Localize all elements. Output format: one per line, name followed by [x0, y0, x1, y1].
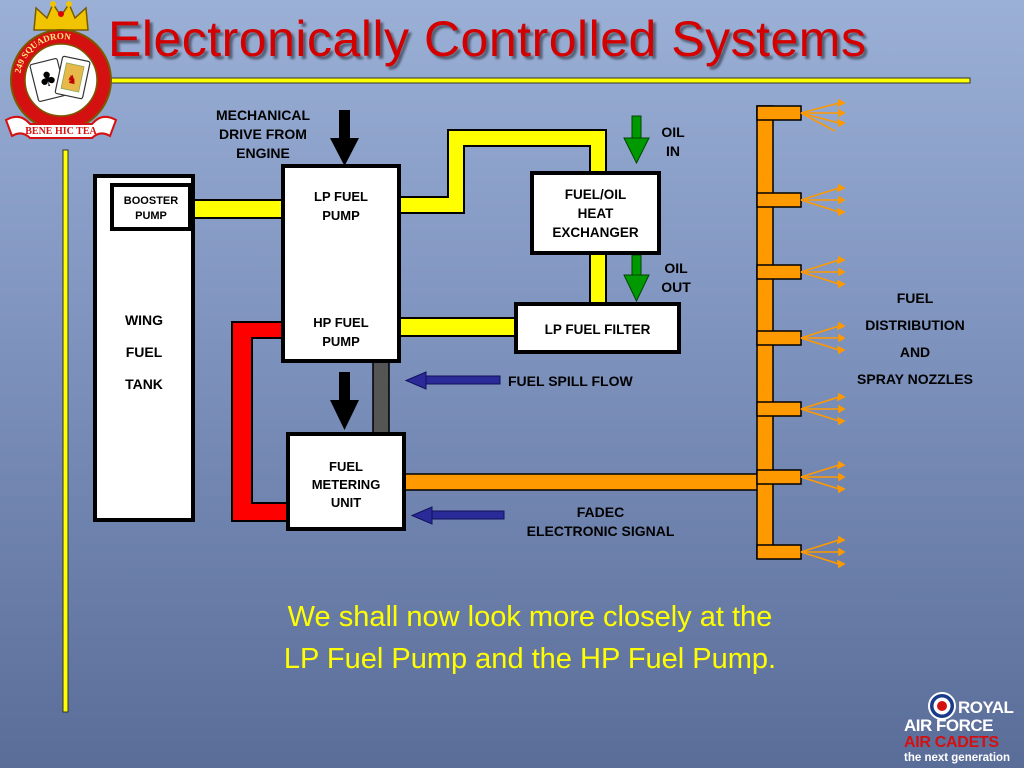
fuel-distribution-label: FUEL DISTRIBUTION AND SPRAY NOZZLES	[857, 290, 973, 388]
fuel-oil-heat-exchanger: FUEL/OIL HEAT EXCHANGER	[530, 171, 661, 255]
title-underline	[103, 77, 971, 84]
page-title: Electronically Controlled Systems	[108, 11, 867, 67]
hp-fuel-pump-label: HP FUEL PUMP	[313, 315, 369, 349]
squadron-badge: ♣ ♞ 249 SQUADRON BENE HIC TEA	[0, 0, 122, 148]
spray-nozzle	[800, 460, 846, 494]
hp-fuel-line	[231, 321, 289, 522]
fmu-to-manifold-pipe	[401, 473, 759, 491]
logo-tagline: the next generation	[904, 752, 1011, 764]
fuel-metering-unit: FUEL METERING UNIT	[286, 432, 406, 531]
lp-fuel-filter: LP FUEL FILTER	[514, 302, 681, 354]
svg-text:♞: ♞	[65, 71, 78, 87]
subtitle: We shall now look more closely at the LP…	[283, 601, 777, 676]
metered-fuel-lines	[401, 105, 802, 560]
oil-in-label: OIL IN	[661, 124, 685, 159]
mechanical-drive-arrow	[330, 110, 359, 166]
booster-pump: BOOSTER PUMP	[110, 183, 192, 231]
logo-royal: ROYAL	[958, 698, 1014, 717]
oil-out-arrow	[623, 254, 650, 303]
heat-exchanger-to-filter-pipe	[589, 251, 607, 305]
spray-nozzle	[800, 392, 846, 426]
lp-fuel-pump-label: LP FUEL PUMP	[314, 189, 368, 223]
oil-out-label: OIL OUT	[661, 260, 691, 295]
fuel-spill-arrow	[404, 371, 501, 390]
spray-nozzles	[800, 98, 846, 569]
lp-hp-fuel-pump: LP FUEL PUMP HP FUEL PUMP	[281, 164, 401, 363]
spray-nozzle	[800, 183, 846, 217]
logo-air-cadets: AIR CADETS	[904, 734, 999, 751]
mechanical-drive-label: MECHANICAL DRIVE FROM ENGINE	[215, 107, 311, 161]
fadec-signal-arrow	[410, 506, 505, 525]
spray-nozzle	[800, 98, 846, 132]
roundel-icon	[928, 692, 956, 720]
fadec-label: FADEC ELECTRONIC SIGNAL	[526, 504, 675, 539]
filter-to-hp-pump-pipe	[397, 317, 517, 337]
left-vertical-rule	[62, 149, 69, 713]
lp-to-hp-flow-arrow	[330, 372, 359, 430]
squadron-crest-icon: ♣ ♞ 249 SQUADRON BENE HIC TEA	[4, 1, 118, 139]
fuel-spill-flow-label: FUEL SPILL FLOW	[508, 373, 633, 389]
spray-nozzle	[800, 321, 846, 355]
raf-air-cadets-logo: ROYAL AIR FORCE AIR CADETS the next gene…	[900, 690, 1024, 768]
spray-nozzle	[800, 535, 846, 569]
svg-text:♣: ♣	[36, 65, 59, 93]
oil-in-arrow	[623, 115, 650, 165]
svg-text:BENE HIC TEA: BENE HIC TEA	[25, 126, 97, 137]
logo-air-force: AIR FORCE	[904, 716, 994, 735]
wing-fuel-tank: WING FUEL TANK	[93, 174, 195, 522]
spill-link	[372, 361, 390, 435]
booster-to-lp-pump-pipe	[191, 199, 285, 219]
spray-nozzle	[800, 255, 846, 289]
